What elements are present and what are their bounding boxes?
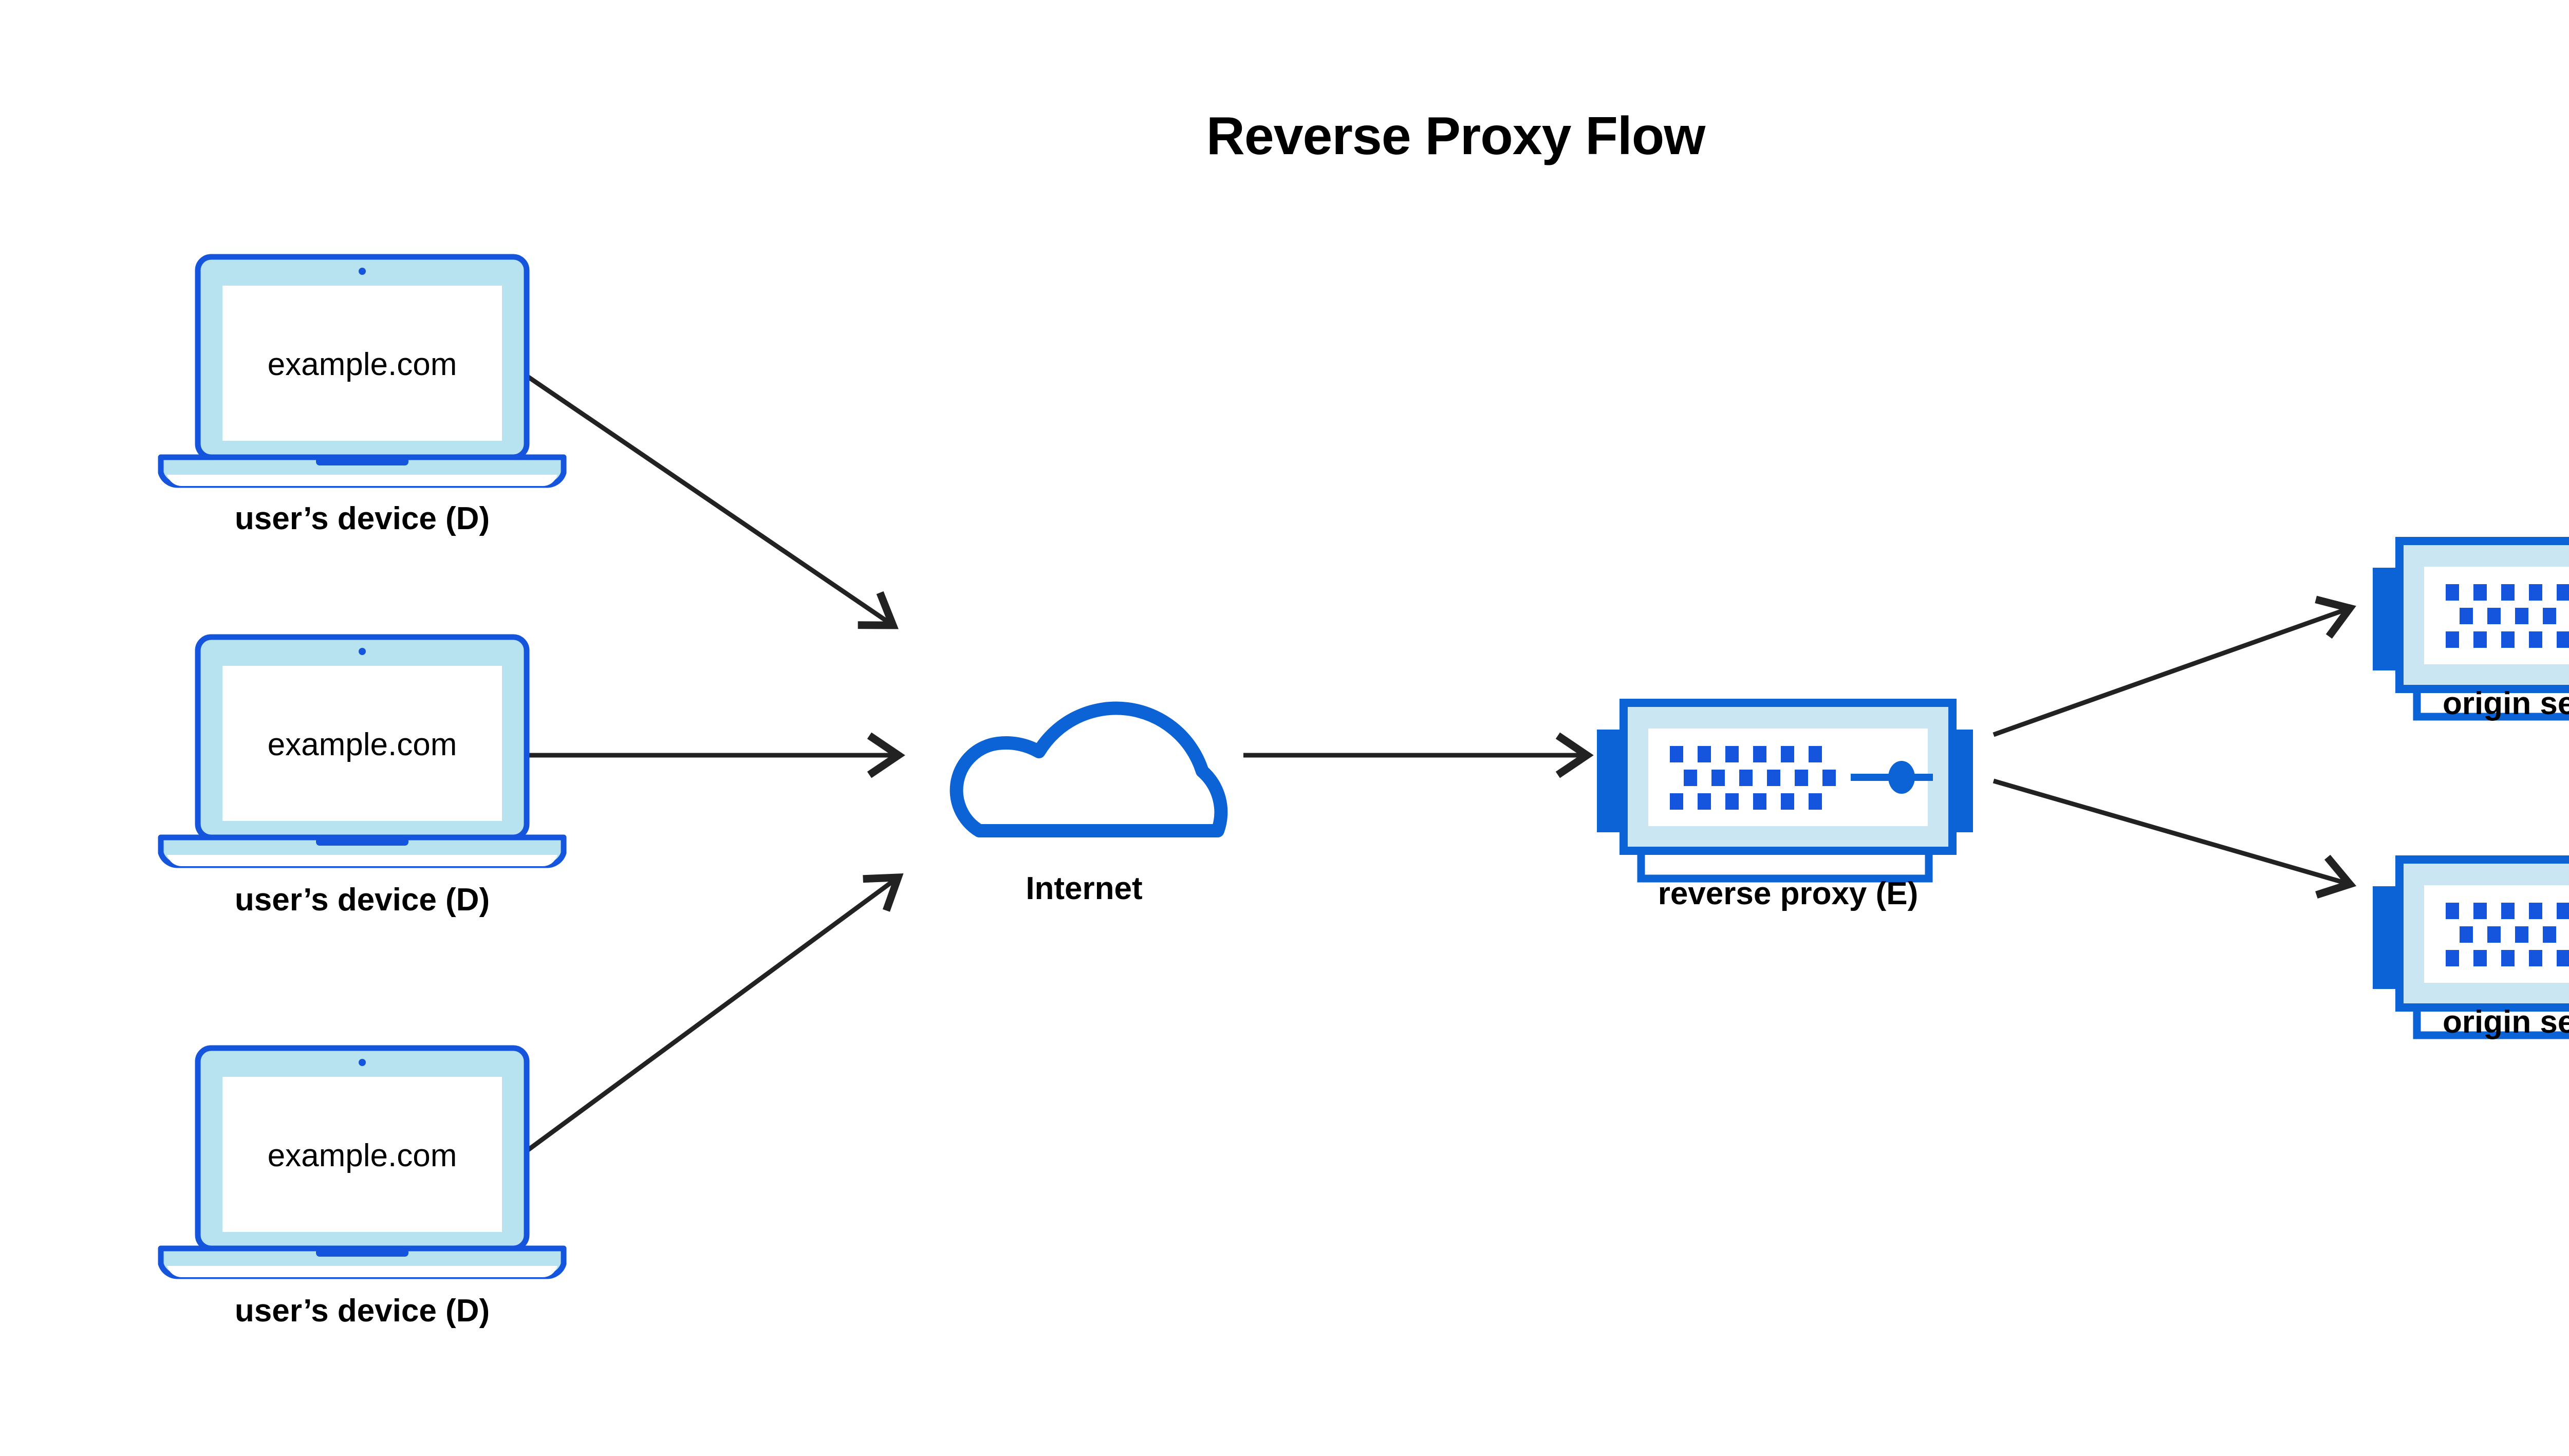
reverse-proxy-label: reverse proxy (E) bbox=[1658, 876, 1919, 911]
origin-server-label: origin server (F) bbox=[2443, 1004, 2569, 1040]
arrow-proxy-to-origin1 bbox=[1993, 595, 2356, 737]
node-user-device-3[interactable]: example.com user’s device (D) bbox=[161, 1048, 564, 1329]
connection-arrows bbox=[515, 367, 2357, 1161]
origin-server-label: origin server (F) bbox=[2443, 686, 2569, 721]
device-screen-text: example.com bbox=[268, 1138, 457, 1173]
server-icon bbox=[1597, 703, 1973, 879]
device-label: user’s device (D) bbox=[235, 1293, 490, 1329]
node-user-device-2[interactable]: example.com user’s device (D) bbox=[161, 637, 564, 918]
device-screen-text: example.com bbox=[268, 347, 457, 382]
node-internet[interactable]: Internet bbox=[957, 708, 1221, 906]
device-label: user’s device (D) bbox=[235, 501, 490, 536]
device-label: user’s device (D) bbox=[235, 882, 490, 918]
diagram-title: Reverse Proxy Flow bbox=[1206, 106, 1706, 166]
node-user-device-1[interactable]: example.com user’s device (D) bbox=[161, 257, 564, 536]
arrow-proxy-to-origin2 bbox=[1993, 778, 2357, 899]
arrow-device1-to-internet bbox=[515, 367, 899, 629]
internet-label: Internet bbox=[1026, 871, 1142, 906]
node-origin-server-1[interactable]: origin server (F) bbox=[2373, 541, 2569, 721]
node-reverse-proxy[interactable]: reverse proxy (E) bbox=[1597, 703, 1973, 911]
node-origin-server-2[interactable]: origin server (F) bbox=[2373, 860, 2569, 1040]
cloud-icon bbox=[957, 708, 1221, 831]
arrow-device3-to-internet bbox=[515, 873, 904, 1161]
device-screen-text: example.com bbox=[268, 727, 457, 762]
